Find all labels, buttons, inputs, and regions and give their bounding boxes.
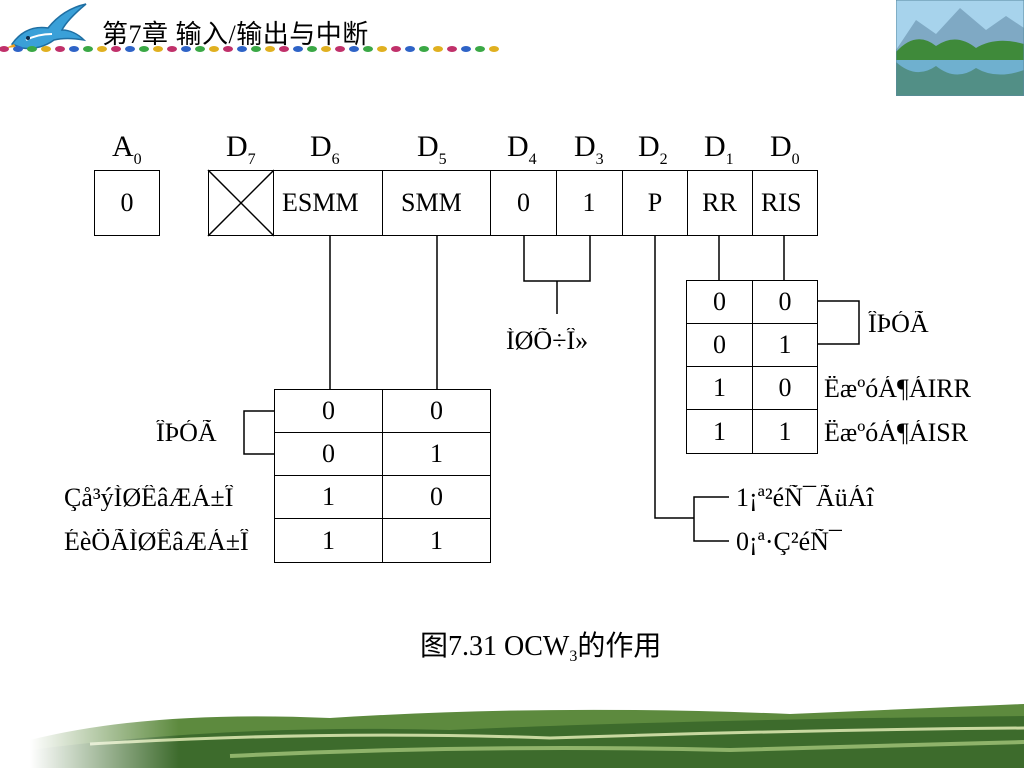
divider-dot [41,46,51,52]
divider-dot [97,46,107,52]
d7-unused-cell [208,170,274,236]
divider-dot [489,46,499,52]
p-connector [654,236,694,519]
d6-esmm-cell: ESMM [274,170,383,236]
d1-rr-cell: RR [687,170,753,236]
divider-dot [27,46,37,52]
d0-ris-cell: RIS [752,170,818,236]
d4d3-label: ÌØÕ÷Î» [506,328,589,354]
divider-dot [377,46,387,52]
esmm-smm-cell: 0 [382,389,491,433]
a0-value-cell: 0 [94,170,160,236]
bit-label-a0: A0 [112,130,142,168]
rr-ris-cell: 0 [686,280,753,324]
divider-dot [363,46,373,52]
divider-dot [279,46,289,52]
bit-label-d0: D0 [770,130,800,168]
esmm-smm-cell: 1 [274,518,383,563]
divider-dot [321,46,331,52]
d2-p-cell: P [622,170,688,236]
esmm-smm-cell: 0 [382,475,491,519]
divider-dot [251,46,261,52]
p-bracket [693,496,729,542]
esmm-smm-label-set: ÉèÖÃÌØÊâÆÁ±Î [64,529,249,555]
divider-dot [181,46,191,52]
rr-ris-table: 0 0 0 1 1 0 1 1 [686,280,818,454]
divider-dot [167,46,177,52]
divider-dot [153,46,163,52]
divider-dot [419,46,429,52]
bit-label-d7: D7 [226,130,256,168]
bit-label-d4: D4 [507,130,537,168]
p-label-poll: 1¡ª²éÑ¯ÃüÁî [736,485,874,511]
bit-label-d6: D6 [310,130,340,168]
chapter-title: 第7章 输入/输出与中断 [102,20,369,49]
divider-dot [433,46,443,52]
divider-dot [447,46,457,52]
rr-ris-label-isr: ËæºóÁ¶ÁISR [824,420,969,446]
esmm-smm-cell: 1 [382,432,491,476]
esmm-smm-label-clear: Çå³ýÌØÊâÆÁ±Î [64,485,234,511]
divider-dot [475,46,485,52]
bird-logo [6,3,87,50]
esmm-smm-cell: 0 [274,432,383,476]
rr-ris-cell: 1 [752,323,818,367]
divider-dot [461,46,471,52]
divider-dot [195,46,205,52]
divider-dot [307,46,317,52]
dotted-divider [0,46,499,52]
rr-ris-cell: 1 [686,366,753,410]
divider-dot [139,46,149,52]
bit-label-d2: D2 [638,130,668,168]
esmm-smm-table: 0 0 0 1 1 0 1 1 [274,389,491,563]
divider-dot [0,46,9,52]
divider-dot [349,46,359,52]
rr-ris-label-irr: ËæºóÁ¶ÁIRR [824,376,971,402]
p-label-nonpoll: 0¡ª·Ç²éÑ¯ [736,529,842,555]
d3-cell: 1 [556,170,623,236]
rr-ris-cell: 1 [686,409,753,454]
divider-dot [237,46,247,52]
bit-label-d5: D5 [417,130,447,168]
rr-ris-cell: 0 [752,280,818,324]
divider-dot [335,46,345,52]
landscape-image [896,0,1024,96]
footer-landscape-strip [30,700,1024,768]
divider-dot [223,46,233,52]
divider-dot [391,46,401,52]
rr-ris-cell: 0 [752,366,818,410]
divider-dot [13,46,23,52]
rr-ris-cell: 1 [752,409,818,454]
divider-dot [111,46,121,52]
esmm-smm-cell: 0 [274,389,383,433]
esmm-smm-bracket [243,410,274,455]
divider-dot [405,46,415,52]
d7-cross-line-2 [207,169,275,237]
esmm-smm-cell: 1 [274,475,383,519]
rr-ris-label-none: ÎÞÓÃ [868,311,929,337]
divider-dot [293,46,303,52]
divider-dot [265,46,275,52]
divider-dot [69,46,79,52]
d4-cell: 0 [490,170,557,236]
divider-dot [83,46,93,52]
esmm-smm-label-none: ÎÞÓÃ [156,420,217,446]
divider-dot [55,46,65,52]
esmm-smm-cell: 1 [382,518,491,563]
divider-dot [125,46,135,52]
divider-dot [209,46,219,52]
figure-caption: 图7.31 OCW3的作用 [420,631,662,665]
d5-smm-cell: SMM [382,170,491,236]
rr-ris-bracket [818,300,860,345]
d4d3-bracket [523,236,591,282]
bit-label-d3: D3 [574,130,604,168]
rr-ris-cell: 0 [686,323,753,367]
bit-label-d1: D1 [704,130,734,168]
